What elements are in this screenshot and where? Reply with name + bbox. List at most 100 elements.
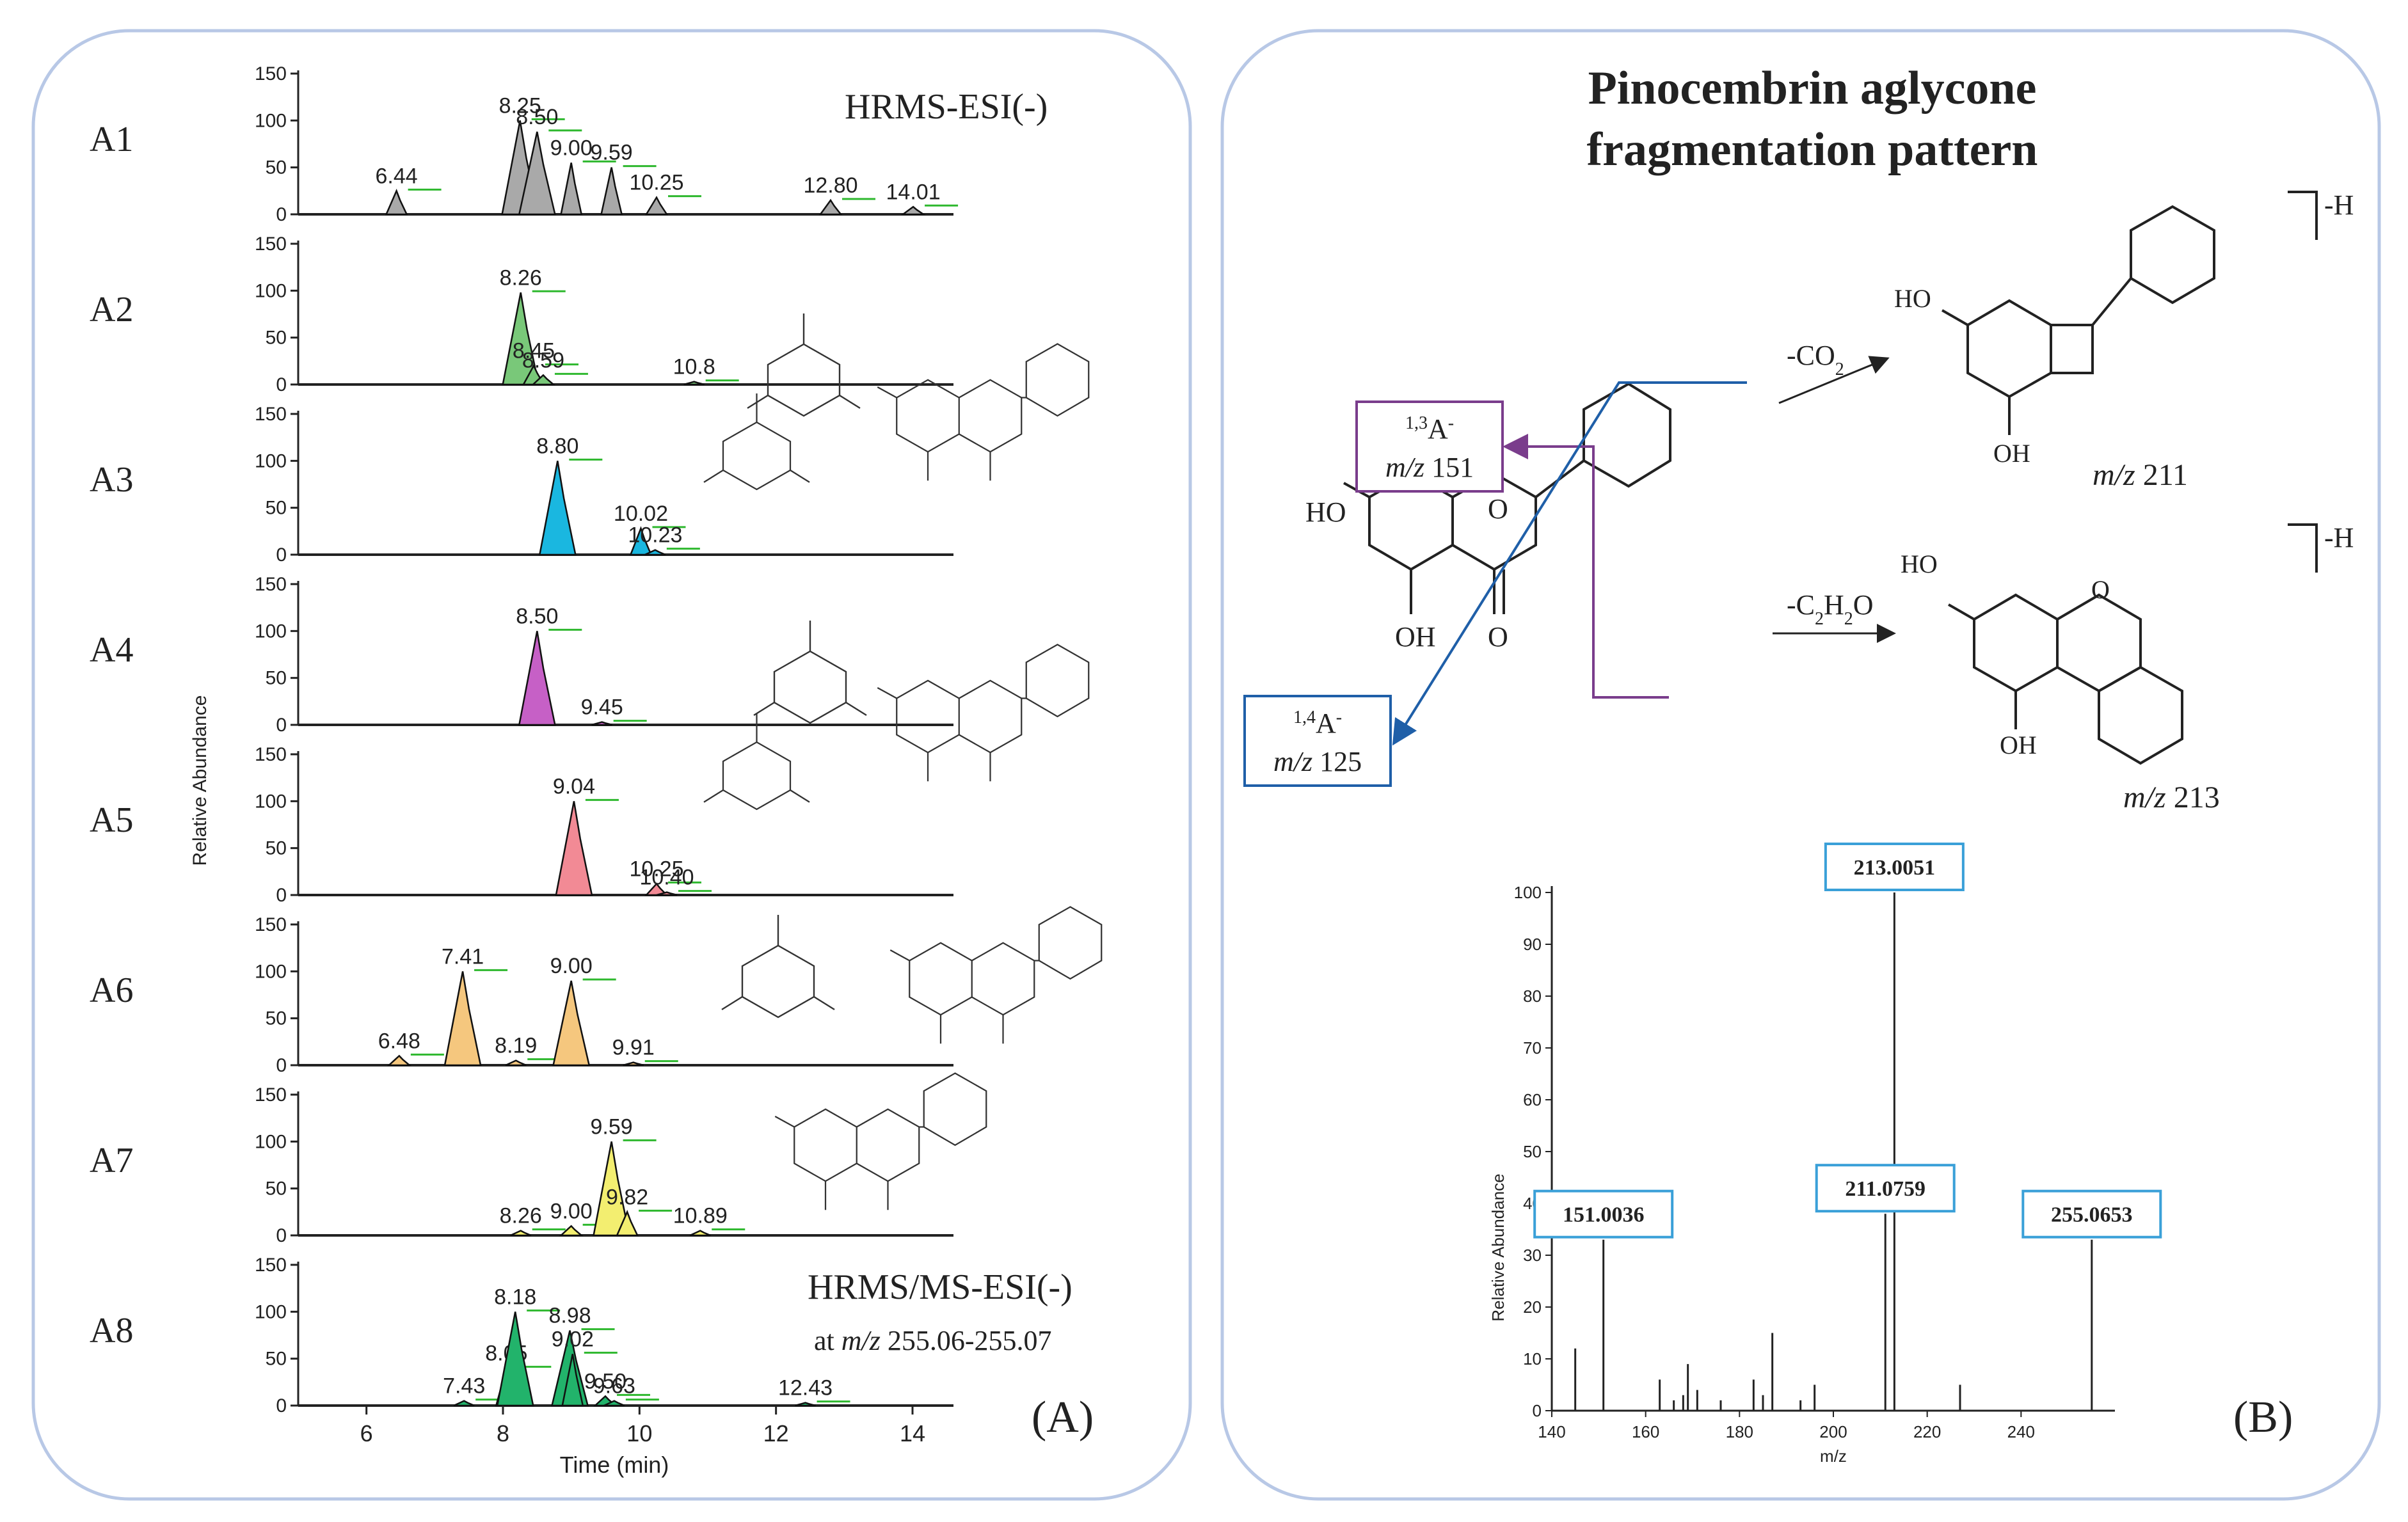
peak-A1 [518,131,556,216]
peak-A2 [530,374,556,386]
peak-A6 [387,1054,412,1066]
peak-label-A1: 9.00 [550,136,593,160]
peak-label-A1: 10.25 [629,171,683,195]
peak-label-A2: 8.26 [500,266,542,290]
y-tick-label: 100 [255,621,287,642]
y-tick-label: 100 [255,450,287,472]
peak-label-A4: 9.45 [581,695,623,720]
y-tick-label: 50 [266,328,287,349]
peak-label-A8: 9.63 [593,1374,635,1399]
y-tick-label: 100 [255,1301,287,1322]
peak-A8 [603,1400,625,1407]
y-tick-label: 0 [276,204,287,225]
peak-A7 [559,1225,584,1237]
peak-label-A3: 10.23 [628,523,682,548]
trace-label-A3: A3 [90,460,133,500]
cleavage-13-line [1503,434,1669,699]
peak-label-A6: 8.19 [495,1034,537,1058]
trace-label-A8: A8 [90,1311,133,1351]
structure-product-213 [1948,523,2318,765]
y-tick-label: 0 [276,1395,287,1416]
panel-b-frame [1220,29,2381,1501]
y-tick-label: 50 [266,1008,287,1029]
x-tick-label: 8 [497,1420,509,1447]
peak-A5 [656,891,678,896]
cleavage-14-line [1392,381,1747,746]
y-tick-label: 0 [276,1055,287,1076]
x-tick-label: 10 [626,1420,652,1447]
structure-product-211 [1942,191,2318,435]
spectrum-peak-label-box [1824,843,1965,891]
peak-label-A1: 9.59 [591,141,633,165]
peak-A4 [591,721,612,726]
peak-label-A7: 9.82 [606,1185,648,1209]
peak-label-A3: 10.02 [614,502,668,526]
trace-label-A2: A2 [90,290,133,329]
peak-label-A7: 10.89 [673,1204,728,1228]
peak-label-A2: 8.59 [522,348,564,372]
spectrum-y-tick-label: 90 [1523,935,1542,954]
y-tick-label: 150 [255,63,287,84]
label-ho-main: HO [1305,496,1346,528]
y-tick-label: 50 [266,668,287,689]
spectrum-y-tick-label: 20 [1523,1297,1542,1317]
y-tick-label: 100 [255,791,287,812]
y-tick-label: 50 [266,1178,287,1200]
x-tick-label: 12 [763,1420,789,1447]
peak-label-A2: 8.45 [513,339,555,363]
header-hrms: HRMS-ESI(-) [845,87,1048,127]
trace-label-A6: A6 [90,971,133,1010]
spectrum-x-tick-label: 160 [1632,1422,1659,1441]
fragment-13a-label: 1,3A- [1405,413,1454,445]
peak-label-A1: 8.25 [499,93,541,118]
label-c2h2o-loss: -C2H2O [1787,589,1874,629]
panel-b-title-line1: Pinocembrin aglycone [1588,62,2037,115]
peak-label-A3: 8.80 [536,434,578,458]
spectrum-x-tick-label: 140 [1538,1422,1565,1441]
peak-A2 [683,381,705,386]
peak-label-A2: 10.8 [673,355,715,379]
panel-a-frame [31,29,1192,1501]
peak-label-A7: 9.59 [591,1114,633,1139]
y-tick-label: 50 [266,1349,287,1370]
spectrum-peak-label: 211.0759 [1845,1177,1926,1201]
y-tick-label: 50 [266,838,287,859]
peak-label-A8: 9.50 [584,1369,626,1393]
panel-a-label: (A) [1032,1393,1094,1442]
y-tick-label: 100 [255,961,287,982]
peak-A8 [795,1402,816,1407]
fragment-13a-mz: m/z 151 [1385,452,1474,483]
label-mz-213: m/z 213 [2123,781,2220,814]
y-tick-label: 150 [255,1084,287,1106]
spectrum-y-tick-label: 60 [1523,1090,1542,1109]
label-mz-211: m/z 211 [2093,458,2188,492]
spectrum-y-tick-label: 10 [1523,1349,1542,1368]
fragment-14a-label: 1,4A- [1293,708,1342,740]
peak-A3 [538,461,577,556]
peak-A8 [453,1400,475,1407]
spectrum-y-tick-label: 70 [1523,1038,1542,1058]
y-tick-label: 100 [255,1131,287,1152]
spectrum-xlabel: m/z [1820,1447,1847,1466]
peak-A5 [555,801,593,896]
peak-A6 [552,980,591,1066]
panel-a-ylabel: Relative Abundance [189,695,211,866]
peak-A1 [600,167,623,216]
y-tick-label: 100 [255,280,287,301]
peak-A4 [518,631,556,726]
y-tick-label: 100 [255,110,287,131]
peak-label-A6: 9.91 [612,1036,655,1060]
peak-A1 [818,198,843,216]
label-minus-h-213: -H [2324,522,2354,553]
spectrum-peak-label: 213.0051 [1854,856,1936,880]
y-tick-label: 150 [255,914,287,935]
x-tick-label: 6 [360,1420,373,1447]
label-o-213: O [2091,575,2110,604]
peak-label-A8: 8.98 [548,1304,591,1328]
peak-label-A6: 6.48 [378,1029,420,1053]
peak-label-A1: 14.01 [886,180,941,204]
header-hrmsms: HRMS/MS-ESI(-) [808,1267,1072,1307]
